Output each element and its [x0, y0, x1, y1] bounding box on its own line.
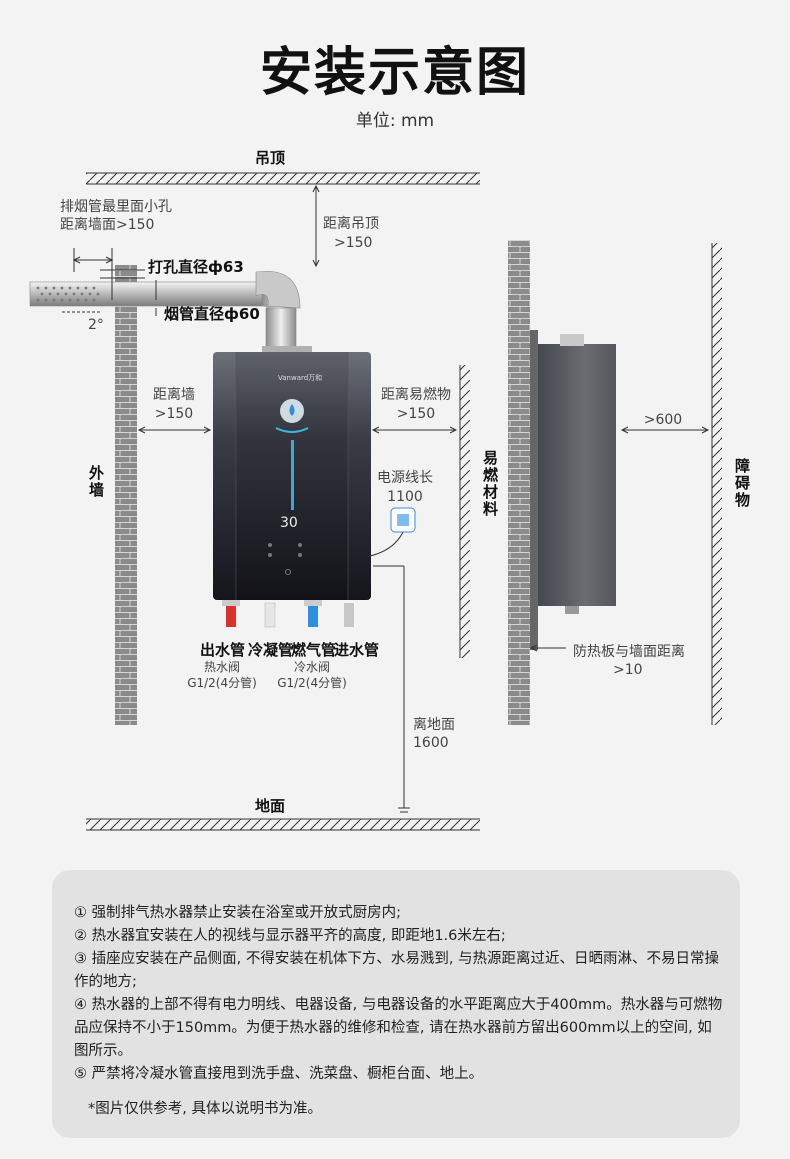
light-bar — [291, 440, 294, 510]
pipe-outlet-label: 出水管 — [200, 641, 246, 659]
flue-pipe — [29, 270, 301, 351]
floor-label: 地面 — [255, 797, 286, 815]
heat-board-distance-1: 防热板与墙面距离 — [573, 644, 685, 660]
flue-hole-note-2: 距离墙面>150 — [60, 217, 155, 233]
ceiling-distance-2: >150 — [334, 235, 373, 251]
power-cord-2: 1100 — [387, 489, 423, 505]
flammable-material — [459, 365, 470, 658]
ceiling-dimension — [312, 184, 320, 268]
water-heater-front — [213, 346, 371, 600]
pipe-condensate-label: 冷凝管 — [248, 641, 294, 659]
brand-logo: Vanward万和 — [278, 373, 322, 382]
note-1: ① 强制排气热水器禁止安装在浴室或开放式厨房内; — [74, 905, 401, 921]
note-3: ③ 插座应安装在产品侧面, 不得安装在机体下方、水易溅到, 与热源距离过近、日晒… — [74, 951, 720, 990]
cold-valve-spec: G1/2(4分管) — [277, 676, 347, 690]
ceiling — [86, 172, 480, 185]
connection-pipes — [222, 600, 354, 628]
power-cord-1: 电源线长 — [377, 470, 433, 486]
display-readout: 30 — [280, 515, 298, 531]
obstacle-distance: >600 — [643, 412, 683, 428]
pipe-gas-label: 燃气管 — [291, 641, 337, 659]
note-5: ⑤ 严禁将冷凝水管直接甩到洗手盘、洗菜盘、橱柜台面、地上。 — [74, 1066, 484, 1082]
outer-wall-label: 外墙 — [87, 465, 105, 499]
pipe-diameter: 烟管直径ф60 — [164, 305, 260, 323]
power-cord — [369, 507, 416, 557]
installation-diagram: Vanward万和 30 — [29, 172, 722, 831]
flammable-label: 易燃材料 — [481, 450, 499, 518]
floor — [86, 818, 480, 831]
side-wall — [508, 240, 530, 725]
unit-label: 单位: mm — [355, 111, 435, 131]
water-heater-side — [529, 330, 616, 652]
note-2: ② 热水器宜安装在人的视线与显示器平齐的高度, 即距地1.6米左右; — [74, 928, 506, 944]
flue-hole-dimension — [62, 248, 157, 316]
hot-valve-spec: G1/2(4分管) — [187, 676, 257, 690]
wall-dimension — [137, 426, 710, 434]
floor-dimension — [373, 565, 410, 813]
floor-distance-2: 1600 — [413, 735, 449, 751]
pipe-inlet-label: 进水管 — [334, 641, 380, 659]
note-4: ④ 热水器的上部不得有电力明线、电器设备, 与电器设备的水平距离应大于400mm… — [74, 997, 723, 1059]
angle-label: 2° — [88, 317, 104, 333]
disclaimer: *图片仅供参考, 具体以说明书为准。 — [88, 1101, 322, 1117]
floor-distance-1: 离地面 — [413, 717, 455, 733]
page-title: 安装示意图 — [259, 43, 530, 103]
wall-distance-2: >150 — [154, 406, 194, 422]
flammable-distance-2: >150 — [396, 406, 436, 422]
heat-board-distance-2: >10 — [613, 662, 643, 678]
ceiling-label: 吊顶 — [255, 149, 286, 167]
flue-hole-note-1: 排烟管最里面小孔 — [60, 199, 172, 215]
cold-valve-label: 冷水阀 — [293, 660, 330, 674]
ceiling-distance-1: 距离吊顶 — [323, 216, 379, 232]
wall-distance-1: 距离墙 — [153, 387, 195, 403]
outer-wall — [115, 265, 137, 725]
obstacle — [711, 243, 722, 725]
flammable-distance-1: 距离易燃物 — [381, 387, 451, 403]
drill-diameter: 打孔直径ф63 — [148, 258, 244, 276]
hot-valve-label: 热水阀 — [203, 660, 240, 674]
notes-panel: ① 强制排气热水器禁止安装在浴室或开放式厨房内; ② 热水器宜安装在人的视线与显… — [52, 870, 740, 1138]
obstacle-label: 障碍物 — [733, 458, 751, 509]
